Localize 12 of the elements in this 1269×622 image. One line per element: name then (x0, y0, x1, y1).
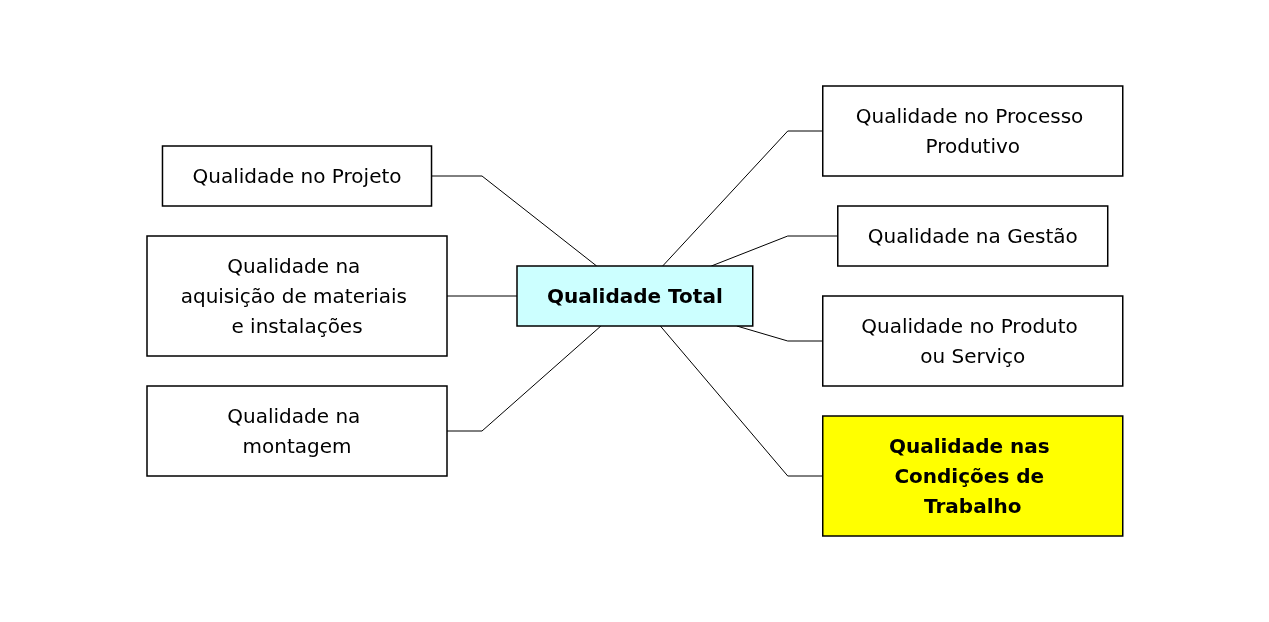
node-box: Qualidade no Produto ou Serviço (821, 295, 1124, 387)
node-box: Qualidade nas Condições de Trabalho (821, 415, 1124, 537)
node-box: Qualidade no Projeto (161, 145, 432, 207)
node-box: Qualidade na Gestão (836, 205, 1109, 267)
connector (661, 130, 823, 267)
node-box: Qualidade na aquisição de materiais e instalações (145, 235, 448, 357)
node-box: Qualidade no Processo Produtivo (821, 85, 1124, 177)
connector (710, 235, 838, 267)
connector (659, 325, 823, 477)
connector (446, 325, 602, 432)
node-box: Qualidade Total (515, 265, 754, 327)
node-box: Qualidade na montagem (145, 385, 448, 477)
